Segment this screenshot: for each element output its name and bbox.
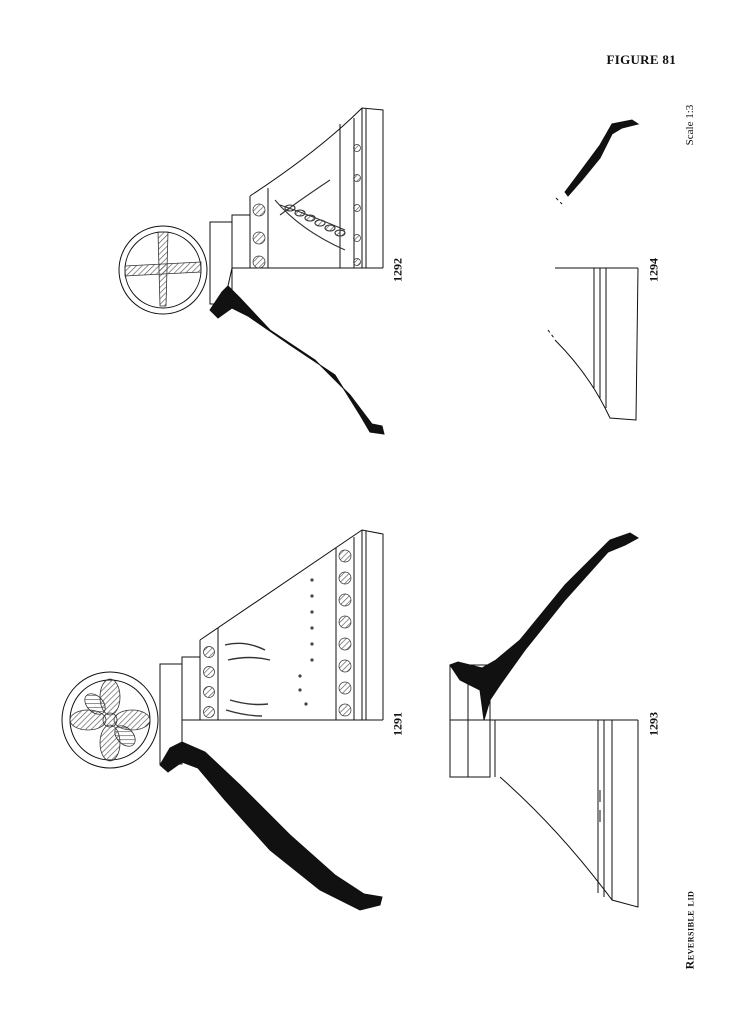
profile-outline-1293 <box>499 720 639 908</box>
profile-outline-1291 <box>199 529 384 720</box>
shoulder-circle-band-1291 <box>203 646 215 718</box>
figure-title: FIGURE 81 <box>606 52 676 67</box>
section-profile-1291 <box>159 741 383 911</box>
rim-dots-1292 <box>353 144 361 266</box>
object-number-1293: 1293 <box>646 712 661 736</box>
medallion-1291 <box>61 671 159 769</box>
section-profile-1294 <box>564 119 640 197</box>
object-number-1294: 1294 <box>646 258 661 282</box>
knob-neck-1292 <box>231 214 251 269</box>
lid-drawing-1292 <box>209 107 385 435</box>
dot-row-1291 <box>298 578 314 706</box>
profile-outline-1292 <box>249 107 384 268</box>
profile-outline-1294 <box>554 267 639 421</box>
section-profile-1292 <box>209 285 385 435</box>
medallion-1292 <box>118 225 208 315</box>
section-profile-1293 <box>449 532 639 721</box>
rim-circle-band-1291 <box>338 549 352 717</box>
garland-1292 <box>274 179 346 251</box>
knob-neck-1291 <box>181 656 201 721</box>
object-number-1291: 1291 <box>390 712 405 736</box>
lid-drawing-1293 <box>449 532 639 908</box>
lid-drawing-1291 <box>159 529 384 911</box>
object-number-1292: 1292 <box>390 258 405 282</box>
lid-drawing-1294 <box>547 119 640 421</box>
brush-strokes-1291 <box>224 642 271 717</box>
shoulder-circle-band-1292 <box>252 203 266 269</box>
